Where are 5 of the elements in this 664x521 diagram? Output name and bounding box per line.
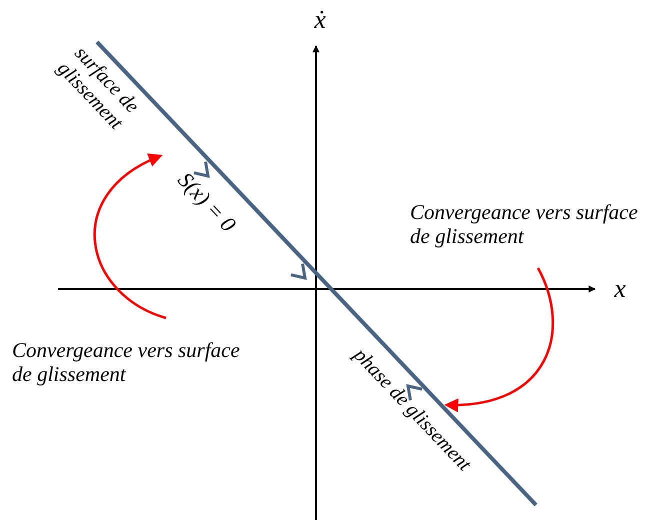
axis-label: ẋ <box>314 5 326 35</box>
equation-label: S(x) = 0 <box>172 167 242 237</box>
annotation-text: Convergeance vers surface de glissement <box>410 200 639 248</box>
annotation-text: Convergeance vers surface de glissement <box>12 338 241 386</box>
axis-label: x <box>614 274 626 304</box>
